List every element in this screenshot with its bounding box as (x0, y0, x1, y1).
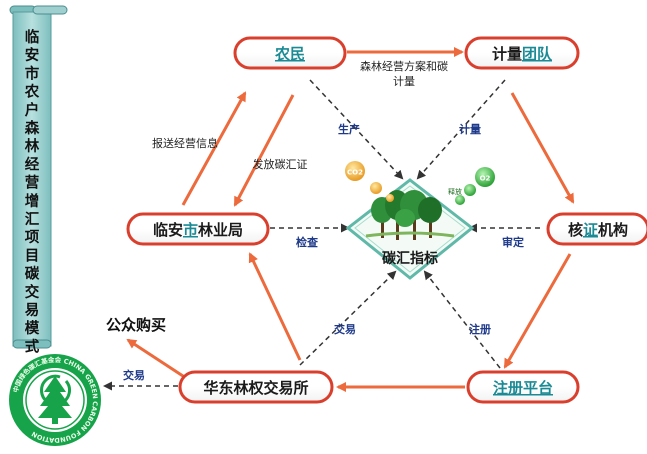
measurement-team-label: 计量团队 (492, 45, 553, 63)
forest-icon (365, 190, 455, 240)
edge-report: 报送经营信息 (152, 136, 218, 150)
edge-inspect: 检查 (296, 235, 318, 249)
dash-exchange-center (299, 270, 397, 366)
edge-produce: 生产 (338, 122, 360, 136)
o2-label: O2 (480, 175, 491, 183)
node-farmer: 农民 (233, 36, 347, 70)
farmer-label: 农民 (274, 45, 305, 63)
co2-bubbles: CO2 (345, 161, 394, 202)
exchange-label: 华东林权交易所 (203, 379, 308, 397)
title-char: 市 (25, 64, 40, 82)
registry-platform-label: 注册平台 (493, 379, 553, 397)
arrow-bureau-to-farmer (181, 91, 247, 206)
green-carbon-foundation-logo: 中国绿色碳汇基金会 CHINA GREEN CARBON FOUNDATION (9, 354, 101, 446)
edge-audit: 审定 (502, 235, 524, 249)
edge-trade-center: 交易 (334, 322, 356, 336)
node-exchange: 华东林权交易所 (178, 370, 334, 404)
title-char: 林 (25, 137, 40, 155)
dash-registry-center (423, 270, 501, 369)
title-char: 易 (25, 302, 40, 319)
title-char: 式 (25, 337, 40, 355)
edge-register: 注册 (469, 322, 491, 336)
title-char: 营 (25, 175, 40, 192)
edge-labels: 森林经营方案和碳 计量 报送经营信息 发放碳汇证 生产 计量 检查 审定 交易 … (123, 59, 524, 382)
arrow-exchange-to-public (126, 338, 187, 380)
center-label: 碳汇指标 (382, 250, 438, 267)
release-label: 释放 (448, 187, 462, 196)
title-char: 经 (25, 155, 40, 173)
edge-measure: 计量 (459, 122, 481, 136)
title-char: 目 (25, 247, 40, 264)
node-verification-agency: 核证机构 (546, 212, 647, 246)
title-char: 增 (25, 192, 40, 210)
verification-agency-label: 核证机构 (568, 221, 628, 239)
title-char: 汇 (25, 211, 40, 228)
co2-label: CO2 (347, 169, 363, 177)
arrow-verification-to-registry (503, 253, 572, 369)
tree-icon (38, 376, 72, 418)
solid-arrows (126, 47, 575, 392)
node-registry-platform: 注册平台 (466, 370, 580, 404)
dashed-arrows (103, 79, 540, 391)
title-char: 交 (25, 283, 40, 301)
forestry-bureau-label: 临安市林业局 (153, 221, 243, 239)
dash-farmer-center (309, 79, 404, 180)
title-char: 森 (25, 119, 40, 137)
title-char: 模 (25, 319, 40, 337)
title-char: 项 (25, 229, 40, 246)
arrow-team-to-verification (510, 92, 575, 204)
arrow-exchange-to-bureau (248, 252, 302, 361)
edge-trade-public: 交易 (123, 368, 145, 382)
title-char: 户 (25, 101, 40, 119)
o2-bubbles: O2 释放 (448, 167, 495, 205)
public-purchase-label: 公众购买 (106, 316, 166, 334)
edge-plan-line1: 森林经营方案和碳 (360, 59, 448, 73)
title-char: 安 (25, 46, 40, 64)
dash-team-center (416, 79, 506, 180)
edge-plan-line2: 计量 (393, 75, 415, 88)
node-forestry-bureau: 临安市林业局 (126, 212, 270, 246)
node-measurement-team: 计量团队 (464, 36, 580, 70)
title-char: 临 (25, 28, 40, 46)
arrow-farmer-to-bureau (233, 94, 295, 207)
title-char: 碳 (25, 265, 40, 283)
title-char: 农 (24, 83, 40, 101)
edge-issue: 发放碳汇证 (253, 157, 308, 171)
carbon-credit-center: 碳汇指标 (345, 178, 475, 280)
